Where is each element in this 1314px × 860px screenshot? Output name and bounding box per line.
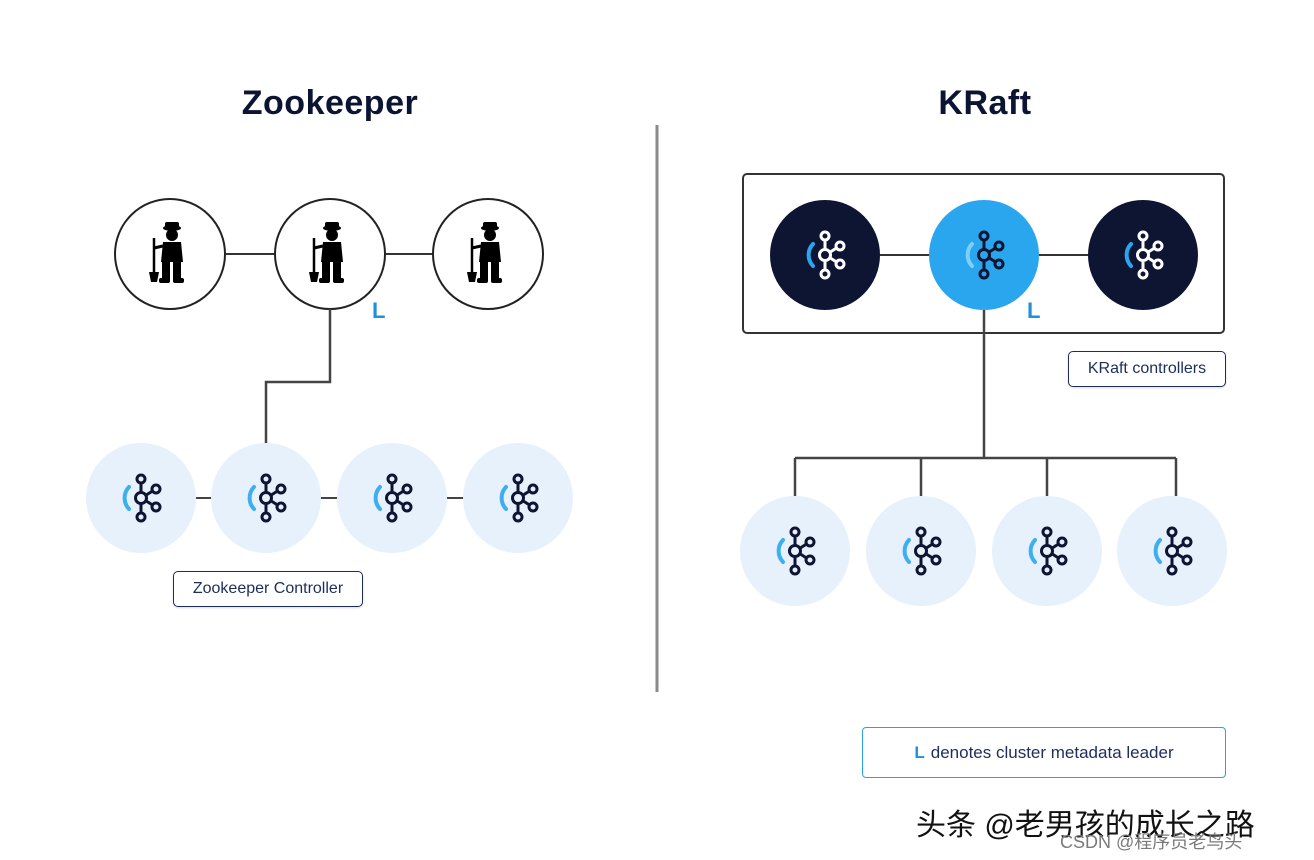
legend-leader-mark: L: [914, 742, 925, 762]
zookeeper-title: Zookeeper: [241, 84, 419, 122]
kraft-controllers: [770, 200, 1198, 310]
kraft-controllers-label: KRaft controllers: [1068, 351, 1226, 387]
broker-node: [992, 496, 1102, 606]
kraft-leader-badge: L: [1027, 298, 1041, 323]
zookeeper-brokers: [86, 443, 573, 553]
zk-leader-badge: L: [372, 298, 386, 323]
broker-node: [866, 496, 976, 606]
kraft-controller-node: [1088, 200, 1198, 310]
zookeeper-node: [432, 198, 544, 310]
controller-broker-node: [211, 443, 321, 553]
kraft-brokers: [740, 496, 1227, 606]
kraft-title: KRaft: [938, 84, 1032, 122]
zk-controller-connector: [264, 309, 332, 444]
broker-node: [337, 443, 447, 553]
broker-node: [86, 443, 196, 553]
zookeeper-node: [114, 198, 226, 310]
legend: L denotes cluster metadata leader: [862, 727, 1226, 778]
watermark-csdn: CSDN @程序员老鸟头: [1060, 832, 1243, 852]
kafka-logo-icon: [965, 230, 1005, 280]
legend-text: denotes cluster metadata leader: [930, 742, 1174, 762]
zookeeper-controller-label: Zookeeper Controller: [173, 571, 363, 607]
zookeeper-leader-node: [274, 198, 386, 310]
kraft-controller-node: [770, 200, 880, 310]
kraft-leader-controller-node: [929, 200, 1039, 310]
broker-node: [463, 443, 573, 553]
zookeeper-ensemble: [114, 198, 544, 310]
broker-node: [740, 496, 850, 606]
kraft-broker-connectors: [793, 310, 1178, 496]
watermark-main: 头条 @老男孩的成长之路: [916, 809, 1255, 842]
broker-node: [1117, 496, 1227, 606]
